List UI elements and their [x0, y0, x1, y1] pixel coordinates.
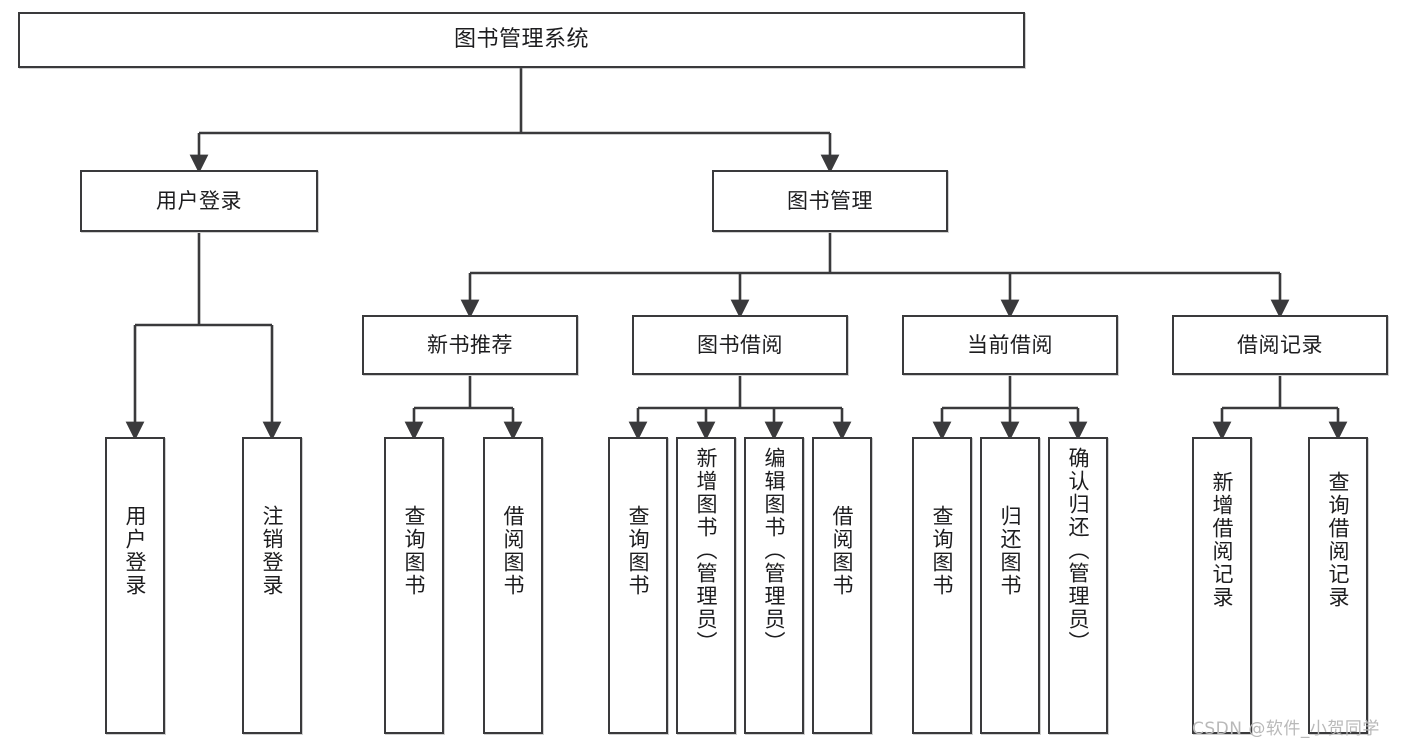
- node-label: 新书推荐: [427, 332, 513, 357]
- edge-group-book-borrow: [628, 376, 852, 441]
- node-book-management[interactable]: 图书管理: [712, 170, 948, 232]
- node-label: 当前借阅: [967, 332, 1053, 357]
- node-label: 图书借阅: [697, 332, 783, 357]
- leaf-borrow-book-1[interactable]: 借阅图书: [483, 437, 543, 734]
- node-label: 图书管理: [787, 188, 873, 213]
- edge-group-user-login: [125, 233, 282, 441]
- leaf-return-book[interactable]: 归还图书: [980, 437, 1040, 734]
- edge-group-current-borrow: [932, 376, 1088, 441]
- watermark: CSDN @软件_小贺同学: [1192, 719, 1380, 739]
- node-root-book-management-system[interactable]: 图书管理系统: [18, 12, 1025, 68]
- node-label: 归还图书: [998, 505, 1023, 597]
- node-new-book-recommend[interactable]: 新书推荐: [362, 315, 578, 375]
- leaf-query-book-3[interactable]: 查询图书: [912, 437, 972, 734]
- node-borrow-record[interactable]: 借阅记录: [1172, 315, 1388, 375]
- node-label: 借阅图书: [501, 505, 526, 597]
- node-label: 注销登录: [260, 505, 285, 597]
- node-book-borrow[interactable]: 图书借阅: [632, 315, 848, 375]
- node-label: 查询借阅记录: [1326, 471, 1351, 609]
- leaf-logout-login[interactable]: 注销登录: [242, 437, 302, 734]
- node-label: 编辑图书（管理员）: [762, 447, 787, 654]
- node-label: 用户登录: [156, 188, 242, 213]
- edge-group-new-book-recommend: [404, 376, 523, 441]
- leaf-query-book-2[interactable]: 查询图书: [608, 437, 668, 734]
- leaf-confirm-return[interactable]: 确认归还（管理员）: [1048, 437, 1108, 734]
- node-label: 查询图书: [930, 505, 955, 597]
- edge-group-borrow-record: [1212, 376, 1348, 441]
- edge-group-book-management: [460, 233, 1290, 319]
- node-label: 新增借阅记录: [1210, 471, 1235, 609]
- node-label: 图书管理系统: [453, 27, 589, 53]
- node-label: 新增图书（管理员）: [694, 447, 719, 654]
- leaf-borrow-book-2[interactable]: 借阅图书: [812, 437, 872, 734]
- node-label: 借阅图书: [830, 505, 855, 597]
- node-label: 借阅记录: [1237, 332, 1323, 357]
- leaf-edit-book[interactable]: 编辑图书（管理员）: [744, 437, 804, 734]
- leaf-query-book-1[interactable]: 查询图书: [384, 437, 444, 734]
- edge-group-root: [189, 68, 840, 174]
- node-label: 查询图书: [402, 505, 427, 597]
- leaf-add-book[interactable]: 新增图书（管理员）: [676, 437, 736, 734]
- node-current-borrow[interactable]: 当前借阅: [902, 315, 1118, 375]
- node-user-login[interactable]: 用户登录: [80, 170, 318, 232]
- leaf-query-record[interactable]: 查询借阅记录: [1308, 437, 1368, 734]
- node-label: 查询图书: [626, 505, 651, 597]
- leaf-add-record[interactable]: 新增借阅记录: [1192, 437, 1252, 734]
- node-label: 用户登录: [123, 505, 148, 597]
- leaf-user-login[interactable]: 用户登录: [105, 437, 165, 734]
- node-label: 确认归还（管理员）: [1066, 447, 1091, 654]
